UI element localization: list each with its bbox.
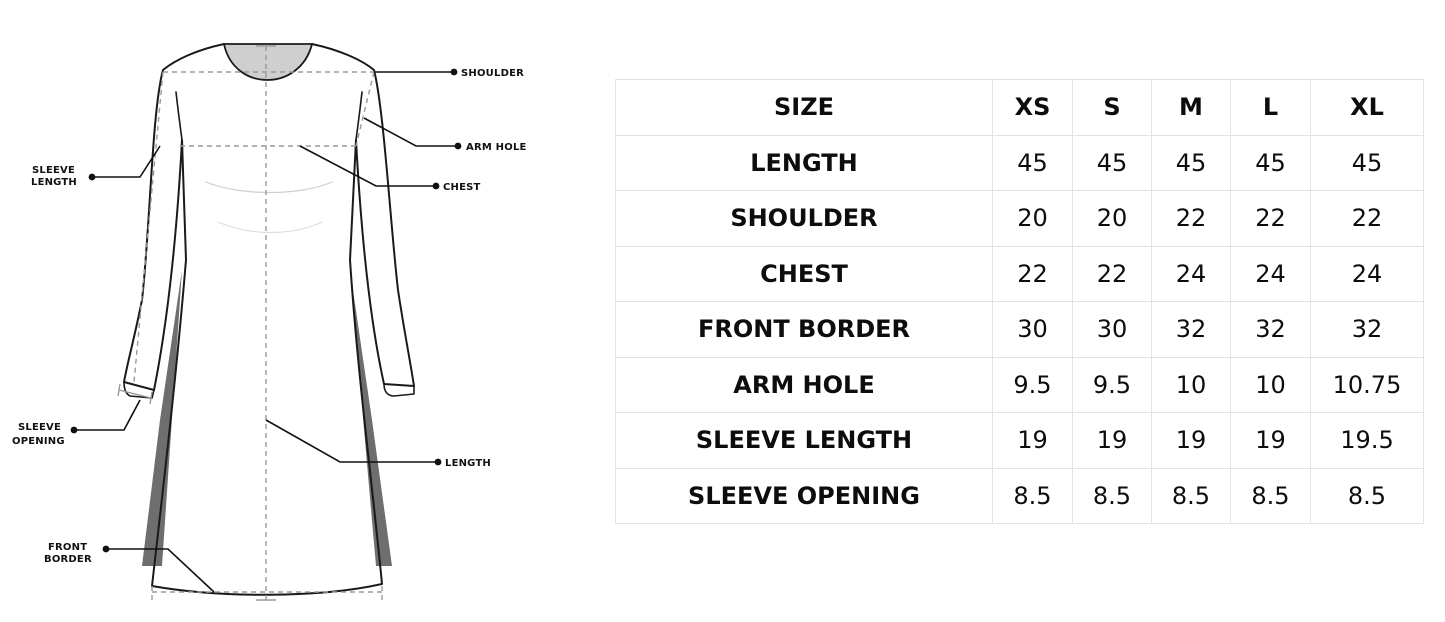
cell-value: 30 <box>992 301 1073 358</box>
cell-value: 10 <box>1151 356 1231 413</box>
cell-value: 22 <box>1310 190 1424 247</box>
cell-value: 45 <box>1310 134 1424 191</box>
callout-dots <box>70 68 462 553</box>
cell-value: 24 <box>1310 245 1424 302</box>
cell-value: 45 <box>1230 134 1311 191</box>
header-s: S <box>1072 79 1152 136</box>
cell-value: 9.5 <box>1072 356 1152 413</box>
label-shoulder: SHOULDER <box>461 68 524 79</box>
callout-leaders <box>74 71 458 593</box>
cell-value: 19 <box>1151 412 1231 469</box>
header-m: M <box>1151 79 1231 136</box>
cell-value: 32 <box>1310 301 1424 358</box>
cell-value: 10 <box>1230 356 1311 413</box>
label-front-border-line2: BORDER <box>44 554 92 565</box>
cell-value: 8.5 <box>1072 467 1152 524</box>
guide-caps <box>117 45 276 601</box>
cell-value: 32 <box>1151 301 1231 358</box>
table-row: SHOULDER 20 20 22 22 22 <box>615 190 1424 247</box>
label-chest: CHEST <box>443 182 481 193</box>
cell-value: 30 <box>1072 301 1152 358</box>
cell-value: 19 <box>1230 412 1311 469</box>
table-row: ARM HOLE 9.5 9.5 10 10 10.75 <box>615 356 1424 413</box>
table-row: SLEEVE LENGTH 19 19 19 19 19.5 <box>615 412 1424 469</box>
label-arm-hole: ARM HOLE <box>466 142 527 153</box>
header-xs: XS <box>992 79 1073 136</box>
table-row: SLEEVE OPENING 8.5 8.5 8.5 8.5 8.5 <box>615 467 1424 524</box>
cell-value: 10.75 <box>1310 356 1424 413</box>
row-label: SLEEVE OPENING <box>615 467 993 524</box>
row-label: SLEEVE LENGTH <box>615 412 993 469</box>
table-row: LENGTH 45 45 45 45 45 <box>615 134 1424 191</box>
garment-illustration <box>123 43 415 596</box>
cell-value: 20 <box>992 190 1073 247</box>
cell-value: 45 <box>992 134 1073 191</box>
cell-value: 9.5 <box>992 356 1073 413</box>
cell-value: 24 <box>1230 245 1311 302</box>
cell-value: 22 <box>1072 245 1152 302</box>
cell-value: 19 <box>1072 412 1152 469</box>
cell-value: 22 <box>1151 190 1231 247</box>
cell-value: 22 <box>992 245 1073 302</box>
cell-value: 8.5 <box>1310 467 1424 524</box>
garment-measurement-diagram: SHOULDER ARM HOLE CHEST SLEEVE LENGTH SL… <box>12 43 527 604</box>
row-label: ARM HOLE <box>615 356 993 413</box>
header-xl: XL <box>1310 79 1424 136</box>
cell-value: 8.5 <box>1230 467 1311 524</box>
cell-value: 22 <box>1230 190 1311 247</box>
label-sleeve-opening-line2: OPENING <box>12 436 65 447</box>
cell-value: 8.5 <box>992 467 1073 524</box>
label-sleeve-opening-line1: SLEEVE <box>18 422 61 433</box>
table-header-row: SIZE XS S M L XL <box>615 79 1424 136</box>
row-label: CHEST <box>615 245 993 302</box>
cell-value: 45 <box>1151 134 1231 191</box>
cell-value: 8.5 <box>1151 467 1231 524</box>
cell-value: 19 <box>992 412 1073 469</box>
size-chart-table: SIZE XS S M L XL LENGTH 45 45 45 45 45 S… <box>615 79 1424 524</box>
cell-value: 20 <box>1072 190 1152 247</box>
cell-value: 45 <box>1072 134 1152 191</box>
table-row: CHEST 22 22 24 24 24 <box>615 245 1424 302</box>
header-l: L <box>1230 79 1311 136</box>
label-front-border-line1: FRONT <box>48 542 87 553</box>
row-label: FRONT BORDER <box>615 301 993 358</box>
label-sleeve-length-line1: SLEEVE <box>32 165 75 176</box>
cell-value: 24 <box>1151 245 1231 302</box>
measurement-guides <box>133 46 383 604</box>
table-row: FRONT BORDER 30 30 32 32 32 <box>615 301 1424 358</box>
header-size: SIZE <box>615 79 993 136</box>
label-sleeve-length-line2: LENGTH <box>31 177 77 188</box>
cell-value: 32 <box>1230 301 1311 358</box>
label-length: LENGTH <box>445 458 491 469</box>
row-label: SHOULDER <box>615 190 993 247</box>
cell-value: 19.5 <box>1310 412 1424 469</box>
row-label: LENGTH <box>615 134 993 191</box>
